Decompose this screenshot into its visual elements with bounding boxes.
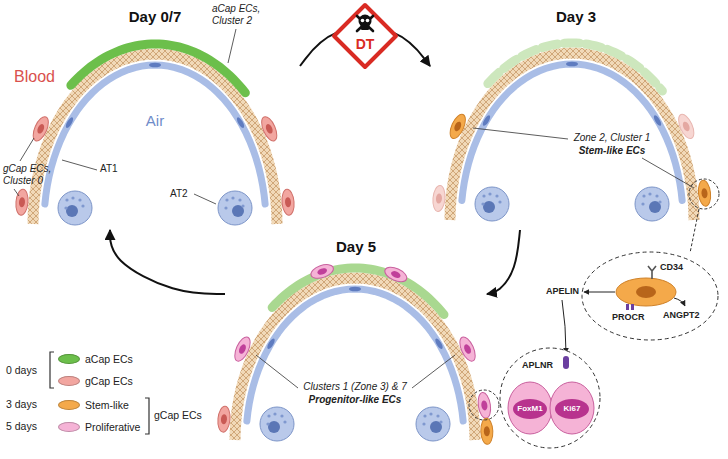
toxin-diamond: DT	[331, 2, 399, 70]
legend-bracket	[50, 352, 54, 388]
figure-label: aCap ECs, Cluster 2	[212, 3, 270, 27]
acap-layer	[488, 43, 663, 91]
figure-label: APELIN	[546, 286, 579, 297]
endothelial-cell	[259, 115, 280, 144]
leader-line	[62, 160, 97, 170]
at1-nucleus	[64, 116, 74, 129]
legend-bracket	[145, 398, 149, 434]
timepoint-panel: Day 3	[430, 4, 722, 230]
legend-swatch	[58, 400, 80, 410]
basement-membrane	[450, 53, 694, 220]
at1-nucleus	[349, 287, 361, 292]
leader-line	[228, 29, 236, 63]
acap-layer	[71, 44, 246, 93]
legend-text: aCap ECs	[85, 353, 133, 366]
warning-diamond	[331, 2, 399, 70]
alveolus-illustration	[432, 43, 712, 221]
endothelial-cell	[447, 112, 469, 141]
figure-label: CD34	[660, 262, 683, 273]
cycle-arrow	[487, 230, 520, 294]
figure-label: Clusters 1 (Zone 3) & 7	[303, 381, 406, 393]
legend-text: Stem-like	[85, 399, 129, 412]
figure-label: Air	[146, 112, 164, 129]
endothelial-cell	[232, 335, 254, 364]
figure-label: Ki67	[564, 404, 581, 414]
legend-row: gCap ECs	[58, 374, 133, 388]
at1-nucleus	[235, 116, 245, 129]
legend-swatch	[58, 354, 80, 364]
at2-cell	[260, 407, 294, 441]
leader-line	[642, 158, 694, 188]
leader-line	[194, 194, 216, 204]
endothelial-cell	[457, 335, 479, 364]
legend-text: Proliferative	[85, 421, 140, 434]
legend-row: Proliferative	[58, 420, 140, 434]
at2-cell	[475, 187, 509, 221]
figure-label: FoxM1	[517, 404, 542, 414]
toxin-label: DT	[356, 37, 375, 51]
alveolus-illustration	[217, 262, 493, 445]
figure-label: 0 days	[6, 364, 37, 377]
endothelial-cell	[480, 418, 493, 444]
figure-label: gCap ECs, Cluster 0	[3, 163, 55, 187]
legend-row: aCap ECs	[58, 352, 133, 366]
figure-label: APLNR	[522, 360, 553, 371]
figure-label: Blood	[14, 68, 55, 86]
legend-row: Stem-like	[58, 398, 129, 412]
endothelial-cell	[281, 189, 295, 216]
leader-line	[14, 189, 19, 196]
figure-label: Zone 2, Cluster 1	[574, 132, 651, 144]
endothelial-cell	[383, 264, 409, 284]
at1-nucleus	[566, 62, 578, 67]
at2-cell	[58, 191, 92, 225]
figure-label: 3 days	[6, 398, 37, 411]
legend-text: gCap ECs	[85, 375, 133, 388]
timepoint-heading: Day 5	[336, 238, 376, 256]
figure-label: PROCR	[612, 312, 645, 323]
leader-line	[412, 355, 455, 388]
timepoint-heading: Day 3	[556, 8, 596, 26]
zoom-callouts	[469, 179, 719, 448]
endothelial-cell	[309, 262, 335, 281]
figure-label: ANGPT2	[663, 310, 700, 321]
at2-cell	[416, 407, 450, 441]
endothelial-cell	[432, 185, 446, 212]
endothelial-cell	[675, 112, 697, 141]
endothelial-cell	[477, 392, 493, 419]
figure-label: AT1	[100, 163, 118, 175]
figure-label: AT2	[170, 188, 188, 200]
at2-cell	[635, 187, 669, 221]
acap-layer	[272, 268, 444, 315]
figure-label: gCap ECs	[154, 409, 202, 422]
legend-swatch	[58, 422, 80, 432]
leader-line	[473, 128, 568, 139]
timepoint-panel: Day 5	[225, 234, 487, 449]
figure-label: Stem-like ECs	[579, 145, 646, 157]
endothelial-cell	[15, 189, 29, 216]
timepoint-heading: Day 0/7	[129, 8, 182, 26]
figure-label: Progenitor-like ECs	[309, 394, 402, 406]
skull-icon	[357, 15, 373, 32]
endothelial-cell	[697, 180, 712, 207]
leader-lines	[14, 29, 694, 388]
alveolus-illustration	[15, 44, 295, 225]
basement-membrane	[33, 54, 277, 224]
at2-cell	[218, 191, 252, 225]
leader-line	[256, 355, 298, 388]
leader-line	[20, 138, 34, 161]
at1-nucleus	[149, 63, 161, 68]
endothelial-cell	[217, 406, 231, 433]
cycle-arrow	[110, 230, 225, 294]
legend-swatch	[58, 376, 80, 386]
figure-label: 5 days	[6, 420, 37, 433]
